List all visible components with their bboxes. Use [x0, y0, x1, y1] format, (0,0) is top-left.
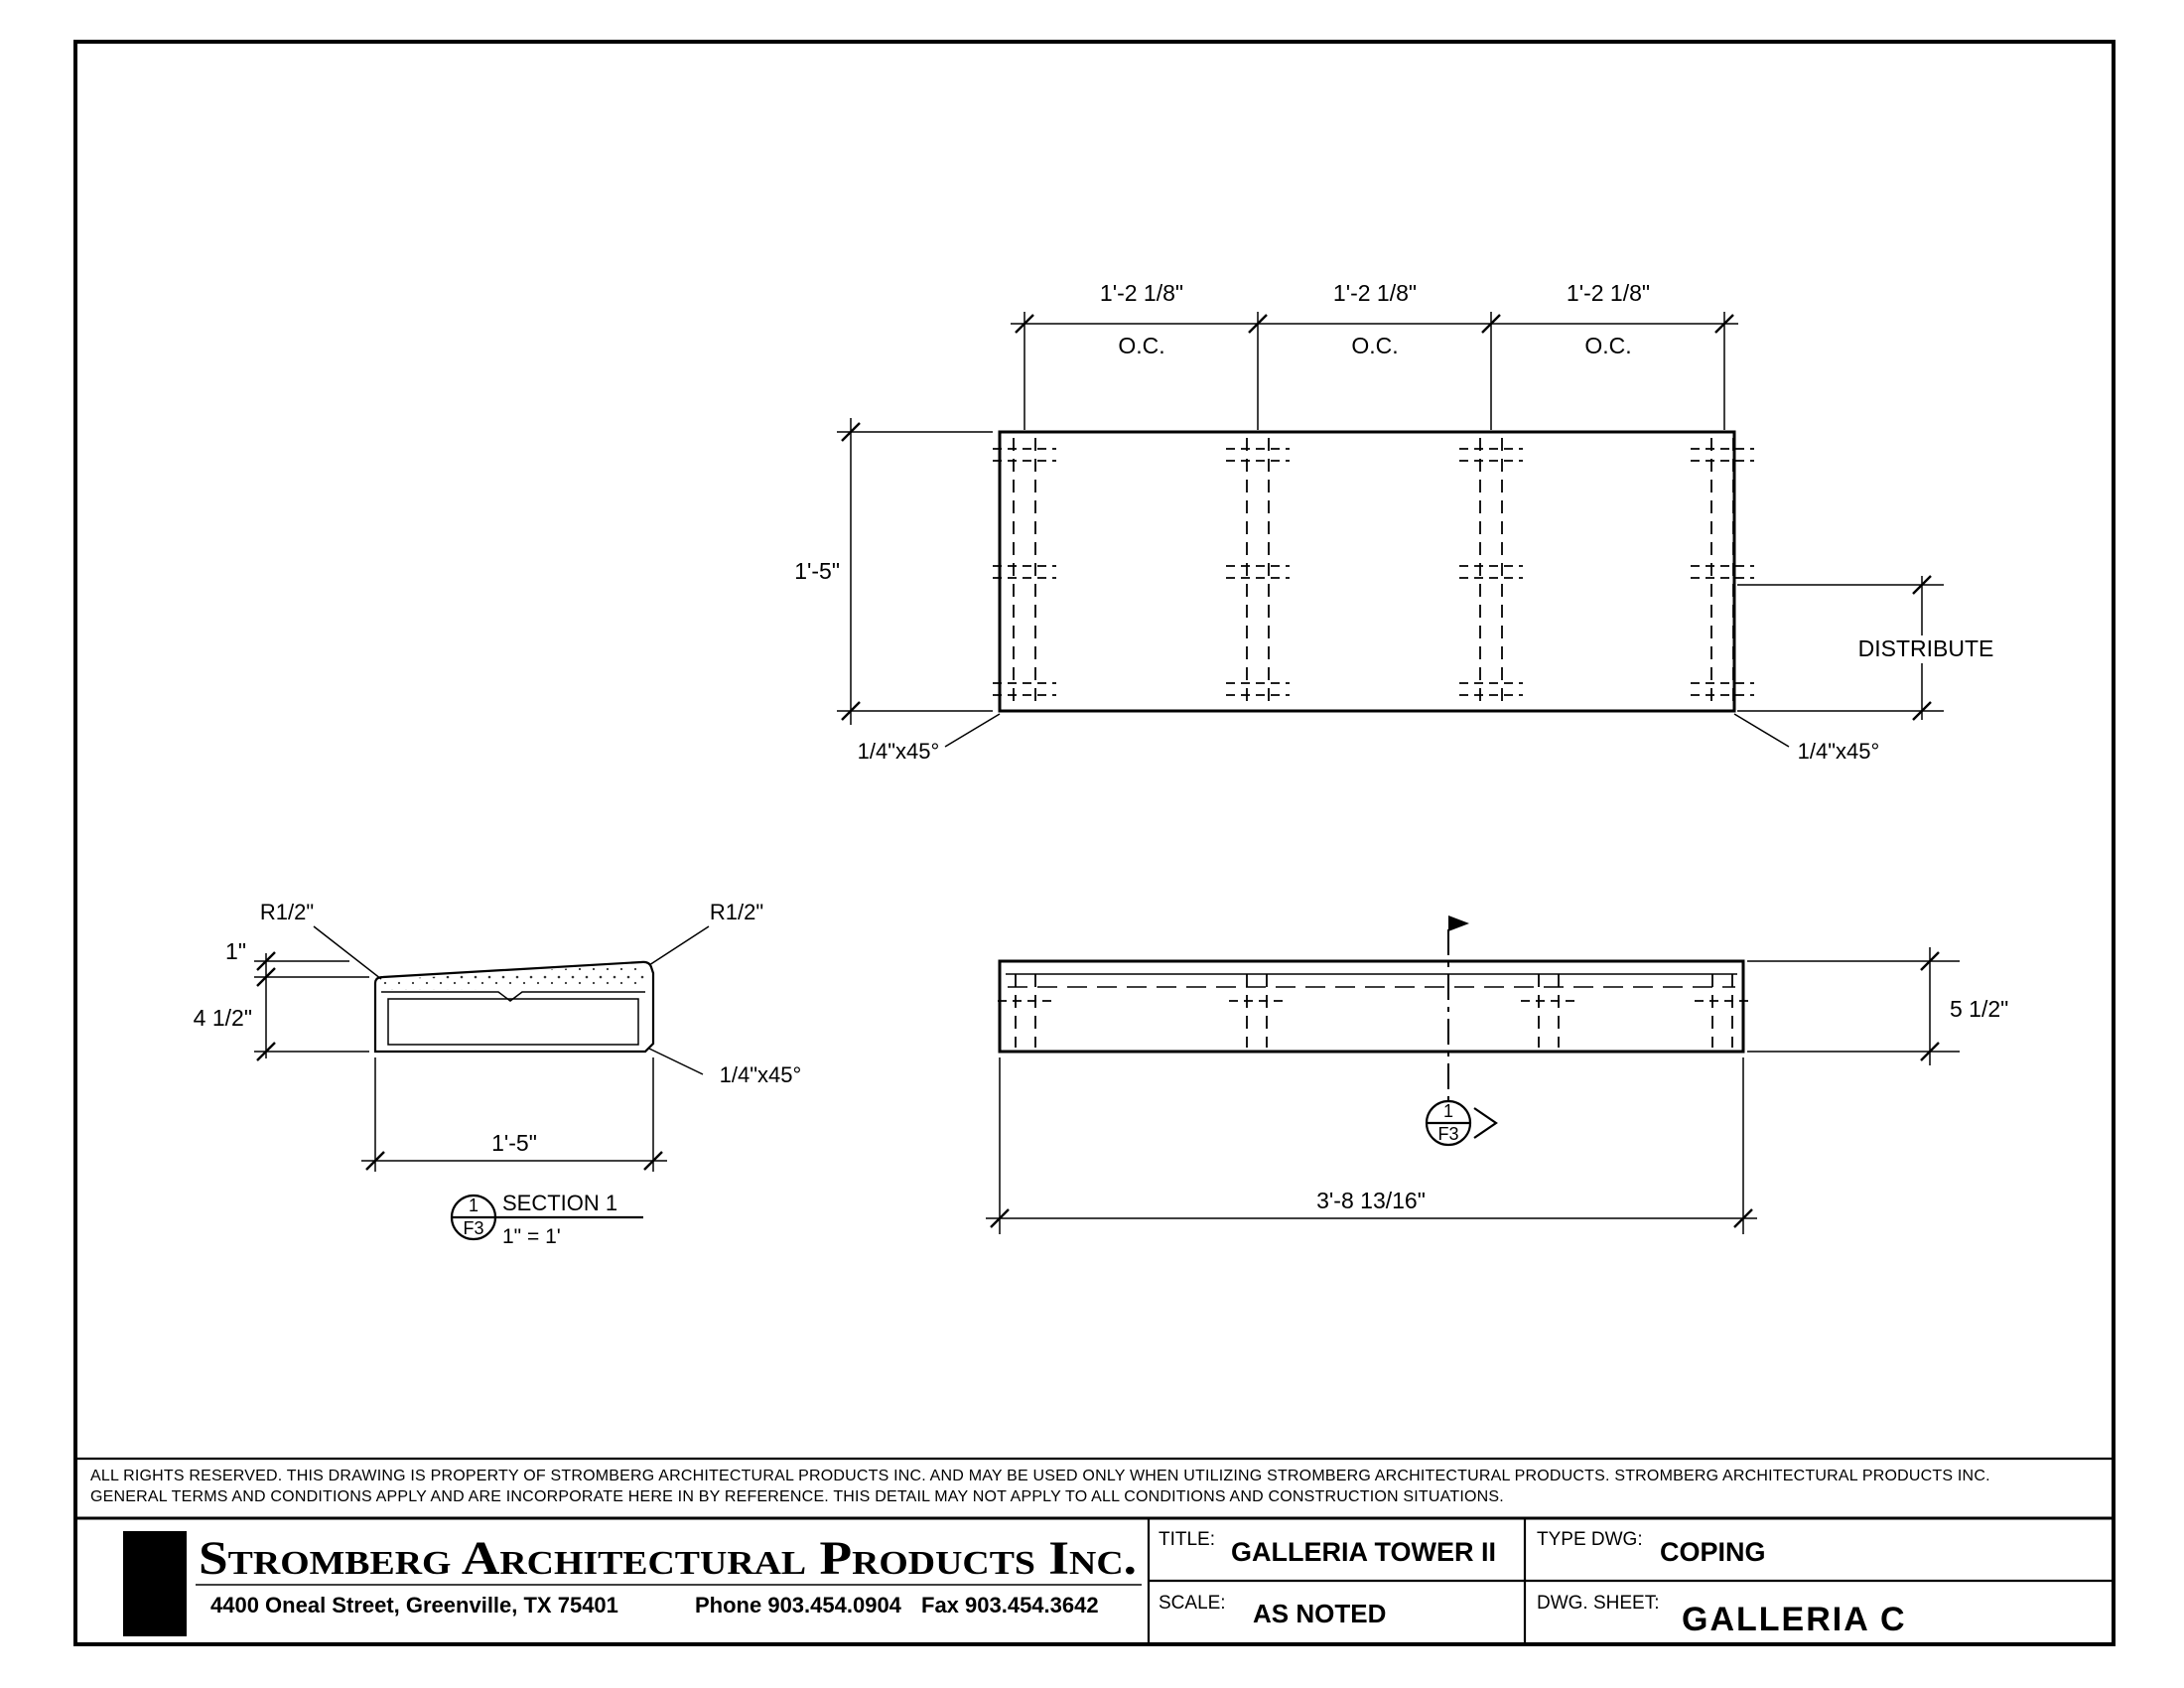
section-marker-number: 1	[469, 1196, 478, 1215]
scale-label: SCALE:	[1159, 1593, 1226, 1614]
distribute-label-bg	[1844, 635, 2007, 663]
company-address: 4400 Oneal Street, Greenville, TX 75401	[210, 1593, 618, 1618]
plan-oc-label-3: O.C.	[1584, 333, 1631, 358]
plan-oc-dim-3: 1'-2 1/8"	[1567, 280, 1650, 306]
plan-chamfer-right-note: 1/4"x45°	[1798, 739, 1880, 764]
section-top-dim: 1"	[225, 938, 246, 964]
section-height-dim: 4 1/2"	[194, 1005, 252, 1031]
company-logo	[123, 1531, 187, 1636]
company-phone: Phone 903.454.0904	[695, 1593, 902, 1618]
dwg-sheet-value: GALLERIA C	[1682, 1601, 1907, 1638]
disclaimer: ALL RIGHTS RESERVED. THIS DRAWING IS PRO…	[75, 1457, 2114, 1505]
section-title: SECTION 1	[502, 1191, 617, 1215]
section-radius-right: R1/2"	[710, 900, 763, 924]
title-value: GALLERIA TOWER II	[1231, 1537, 1496, 1567]
elevation-width-dim: 3'-8 13/16"	[1316, 1188, 1426, 1213]
section-width-dim: 1'-5"	[491, 1130, 537, 1156]
plan-chamfer-left-note: 1/4"x45°	[858, 739, 940, 764]
elevation-view: 1 F3 5 1/2" 3'-8 13/16"	[986, 915, 2008, 1234]
elevation-marker-sheet: F3	[1437, 1124, 1458, 1144]
section-scale: 1" = 1'	[502, 1225, 561, 1248]
disclaimer-line-2: GENERAL TERMS AND CONDITIONS APPLY AND A…	[90, 1488, 1504, 1505]
plan-oc-label-1: O.C.	[1118, 333, 1164, 358]
elevation-height-dim: 5 1/2"	[1950, 996, 2008, 1022]
company-name: Stromberg Architectural Products Inc.	[199, 1532, 1137, 1585]
section-marker-sheet: F3	[463, 1218, 483, 1238]
dwg-sheet-label: DWG. SHEET:	[1537, 1593, 1660, 1614]
scale-value: AS NOTED	[1253, 1599, 1386, 1628]
cut-line-flag	[1448, 915, 1469, 931]
company-fax: Fax 903.454.3642	[921, 1593, 1099, 1618]
type-dwg-value: COPING	[1660, 1537, 1766, 1567]
title-label: TITLE:	[1159, 1529, 1215, 1550]
sheet-border	[73, 40, 2116, 1646]
plan-height-dim: 1'-5"	[794, 558, 840, 584]
elevation-marker-number: 1	[1443, 1101, 1453, 1121]
plan-oc-dim-1: 1'-2 1/8"	[1100, 280, 1183, 306]
cut-view-arrow	[1473, 1107, 1498, 1139]
section-radius-left: R1/2"	[260, 900, 314, 924]
section-view: R1/2" R1/2" 1" 4 1/2" 1/4"x45° 1'-5" 1 F…	[194, 900, 802, 1248]
title-block: Stromberg Architectural Products Inc. 44…	[75, 1516, 2114, 1644]
plan-oc-label-2: O.C.	[1351, 333, 1398, 358]
disclaimer-line-1: ALL RIGHTS RESERVED. THIS DRAWING IS PRO…	[90, 1468, 1990, 1484]
plan-view: 1'-2 1/8" 1'-2 1/8" 1'-2 1/8" O.C. O.C. …	[794, 280, 2007, 764]
type-dwg-label: TYPE DWG:	[1537, 1529, 1643, 1550]
section-chamfer-note: 1/4"x45°	[720, 1062, 802, 1087]
plan-oc-dim-2: 1'-2 1/8"	[1333, 280, 1417, 306]
distribute-label: DISTRIBUTE	[1858, 635, 1994, 661]
